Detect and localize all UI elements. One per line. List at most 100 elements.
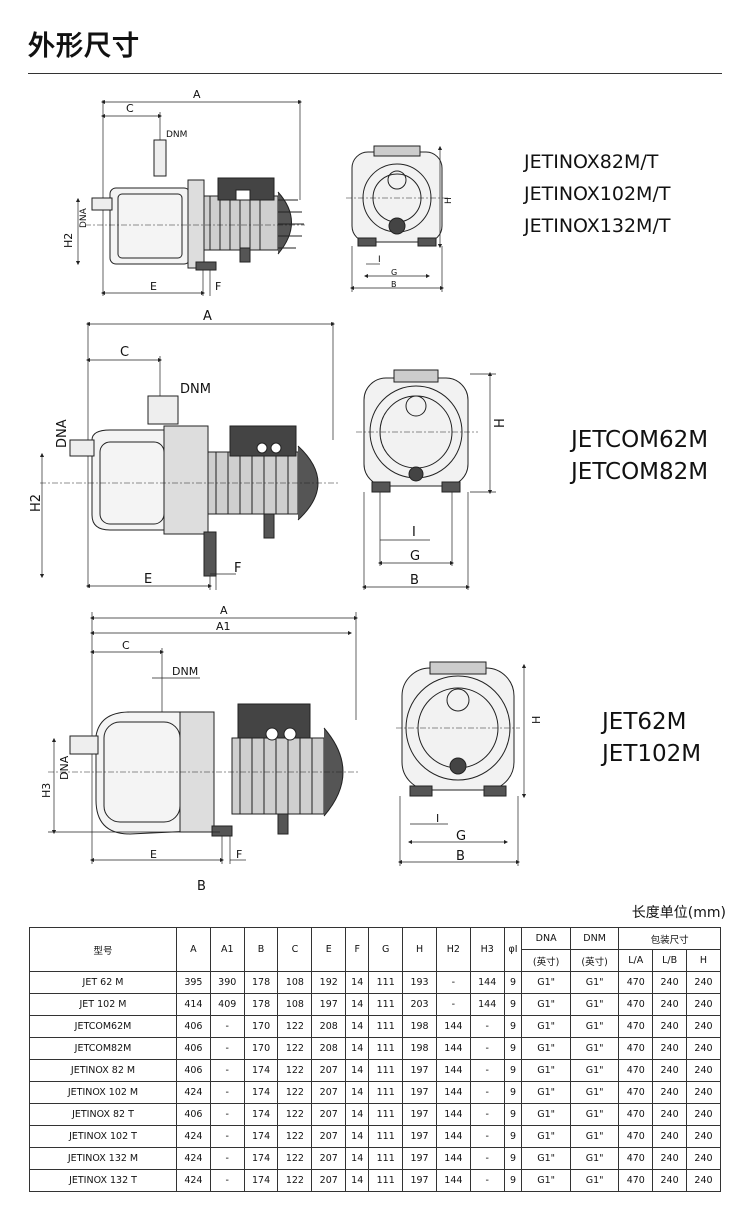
table-cell: - bbox=[209, 1147, 245, 1170]
table-cell: 144 bbox=[435, 1169, 471, 1192]
table-cell: 9 bbox=[503, 1147, 523, 1170]
table-cell: G1" bbox=[569, 993, 620, 1016]
table-cell-model: JETINOX 102 T bbox=[29, 1125, 177, 1148]
table-cell: 406 bbox=[176, 1037, 211, 1060]
table-cell: 170 bbox=[243, 1015, 279, 1038]
table-cell: - bbox=[209, 1081, 245, 1104]
table-cell-model: JETINOX 82 M bbox=[29, 1059, 177, 1082]
table-cell: 14 bbox=[345, 1059, 370, 1082]
g2-dim-c: C bbox=[120, 345, 129, 360]
table-cell: G1" bbox=[521, 993, 571, 1016]
table-cell: G1" bbox=[521, 1169, 571, 1192]
table-cell: 406 bbox=[176, 1059, 211, 1082]
table-cell: 197 bbox=[402, 1125, 437, 1148]
table-cell: 9 bbox=[503, 1125, 523, 1148]
table-cell: 240 bbox=[686, 993, 721, 1016]
table-cell: 111 bbox=[368, 1125, 404, 1148]
table-cell: 424 bbox=[176, 1125, 211, 1148]
table-cell: 144 bbox=[435, 1037, 471, 1060]
col-header-dna: DNA bbox=[521, 927, 571, 950]
g1-dim-b: B bbox=[391, 280, 397, 289]
table-cell-model: JETINOX 132 T bbox=[29, 1169, 177, 1192]
table-cell: 207 bbox=[311, 1125, 347, 1148]
g2-dim-i: I bbox=[412, 525, 416, 540]
col-header-phi-i: φI bbox=[503, 927, 523, 972]
col-subheader-la: L/A bbox=[618, 949, 654, 972]
table-cell: - bbox=[209, 1125, 245, 1148]
jetcom-front-view bbox=[356, 369, 496, 590]
table-cell: 144 bbox=[469, 993, 505, 1016]
g2-dim-f: F bbox=[234, 561, 241, 576]
table-cell-model: JETCOM82M bbox=[29, 1037, 177, 1060]
table-cell: 409 bbox=[209, 993, 245, 1016]
table-cell-model: JETCOM62M bbox=[29, 1015, 177, 1038]
table-cell: 240 bbox=[652, 971, 687, 994]
table-cell: 470 bbox=[618, 1125, 654, 1148]
table-cell: 14 bbox=[345, 1147, 370, 1170]
table-cell: 197 bbox=[402, 1169, 437, 1192]
g3-dim-i: I bbox=[436, 812, 439, 825]
col-header-c: C bbox=[277, 927, 313, 972]
table-cell: 240 bbox=[686, 1059, 721, 1082]
col-header-g: G bbox=[368, 927, 404, 972]
table-cell: 197 bbox=[402, 1103, 437, 1126]
table-cell: 240 bbox=[652, 1147, 687, 1170]
table-cell: 240 bbox=[652, 1059, 687, 1082]
table-cell: 207 bbox=[311, 1147, 347, 1170]
table-cell: 207 bbox=[311, 1103, 347, 1126]
table-cell: 178 bbox=[243, 993, 279, 1016]
table-cell: - bbox=[469, 1103, 505, 1126]
title-divider bbox=[28, 73, 722, 74]
table-cell: G1" bbox=[569, 971, 620, 994]
table-cell: 170 bbox=[243, 1037, 279, 1060]
table-cell: 144 bbox=[435, 1103, 471, 1126]
col-subheader-h: H bbox=[686, 949, 721, 972]
table-cell: 406 bbox=[176, 1103, 211, 1126]
table-cell: 14 bbox=[345, 1103, 370, 1126]
page-title: 外形尺寸 bbox=[28, 31, 140, 62]
g3-dim-g: G bbox=[456, 829, 466, 844]
col-header-model: 型号 bbox=[29, 927, 177, 972]
table-cell: 9 bbox=[503, 1037, 523, 1060]
g3-dim-b: B bbox=[456, 849, 465, 864]
model-list-jetcom: JETCOM62M JETCOM82M bbox=[571, 424, 708, 488]
table-cell: 470 bbox=[618, 1103, 654, 1126]
table-cell: 470 bbox=[618, 1147, 654, 1170]
g2-dim-b: B bbox=[410, 573, 419, 588]
table-cell: 14 bbox=[345, 1081, 370, 1104]
model-name: JET62M bbox=[602, 709, 687, 735]
table-cell: 174 bbox=[243, 1103, 279, 1126]
table-cell: 240 bbox=[652, 1125, 687, 1148]
model-name: JETCOM62M bbox=[571, 427, 709, 453]
table-cell: 240 bbox=[686, 1147, 721, 1170]
table-cell: 144 bbox=[469, 971, 505, 994]
table-cell: 208 bbox=[311, 1037, 347, 1060]
col-header-pack: 包装尺寸 bbox=[618, 927, 721, 950]
table-cell: 111 bbox=[368, 1037, 404, 1060]
col-header-a1: A1 bbox=[209, 927, 245, 972]
table-cell: 144 bbox=[435, 1059, 471, 1082]
table-cell: - bbox=[209, 1169, 245, 1192]
table-cell: 240 bbox=[652, 993, 687, 1016]
g2-dim-a: A bbox=[203, 309, 212, 324]
col-header-h2: H2 bbox=[435, 927, 471, 972]
table-cell: - bbox=[209, 1015, 245, 1038]
table-cell: 197 bbox=[402, 1059, 437, 1082]
table-cell: 174 bbox=[243, 1147, 279, 1170]
table-cell: 240 bbox=[686, 1125, 721, 1148]
table-cell: - bbox=[209, 1059, 245, 1082]
table-cell: 9 bbox=[503, 971, 523, 994]
table-cell: 240 bbox=[652, 1103, 687, 1126]
g3-dim-a1: A1 bbox=[216, 620, 231, 633]
table-cell: - bbox=[435, 993, 471, 1016]
table-cell: 111 bbox=[368, 1015, 404, 1038]
table-cell: 122 bbox=[277, 1059, 313, 1082]
table-cell: 240 bbox=[686, 1169, 721, 1192]
table-cell: 424 bbox=[176, 1081, 211, 1104]
table-cell: 111 bbox=[368, 993, 404, 1016]
